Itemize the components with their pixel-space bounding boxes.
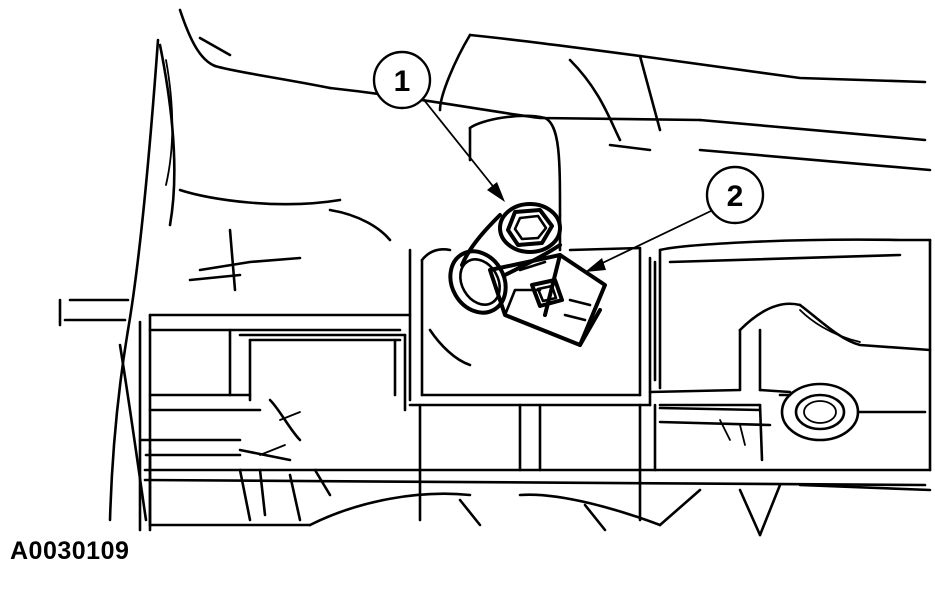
callout-1-arrowhead [487,182,505,202]
callout-2-arrowhead [585,258,606,272]
callout-2-circle [705,165,765,225]
sensor [448,213,607,347]
callout-1-circle [372,50,432,110]
figure-id-label: A0030109 [10,537,130,565]
callout-2-label: 2 [727,180,744,213]
callout-1-leader [419,94,501,196]
callout-1: 1 [372,50,505,202]
callout-2: 2 [585,165,765,272]
callout-2-leader [591,209,714,269]
transmission-housing [58,8,932,537]
callout-1-label: 1 [394,65,411,98]
sensor-bolt [498,202,562,254]
